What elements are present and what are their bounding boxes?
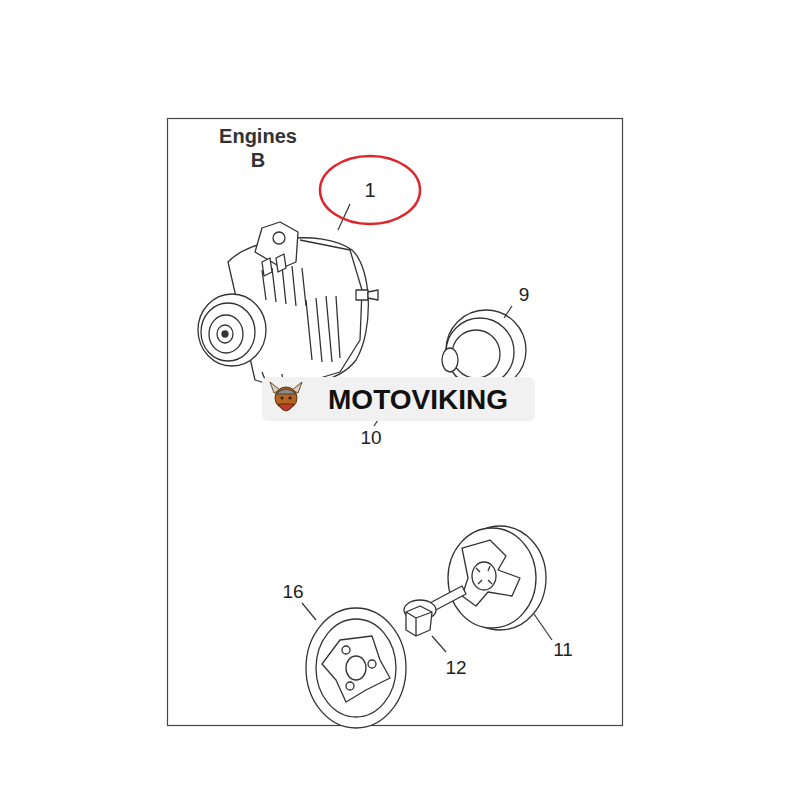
leader-line	[302, 603, 316, 620]
damper-pulley-drawing	[306, 608, 406, 728]
bolt-drawing	[404, 586, 466, 636]
callout-number: 11	[553, 640, 573, 661]
callout-number: 16	[282, 582, 303, 603]
leader-line	[504, 306, 512, 318]
callout-number: 10	[360, 428, 381, 449]
pulley-hub-drawing	[448, 526, 546, 630]
callout-number: 12	[445, 658, 466, 679]
callout-number: 1	[364, 179, 375, 202]
callout-circle: 1	[318, 154, 422, 226]
callout-number: 9	[519, 285, 530, 306]
watermark: MOTOVIKING	[326, 385, 510, 416]
viking-icon	[270, 382, 302, 411]
diagram-title: Engines B	[213, 124, 303, 172]
leader-line	[534, 614, 552, 640]
watermark-banner	[262, 377, 535, 421]
alternator-drawing	[198, 222, 378, 392]
leader-line	[432, 636, 446, 652]
